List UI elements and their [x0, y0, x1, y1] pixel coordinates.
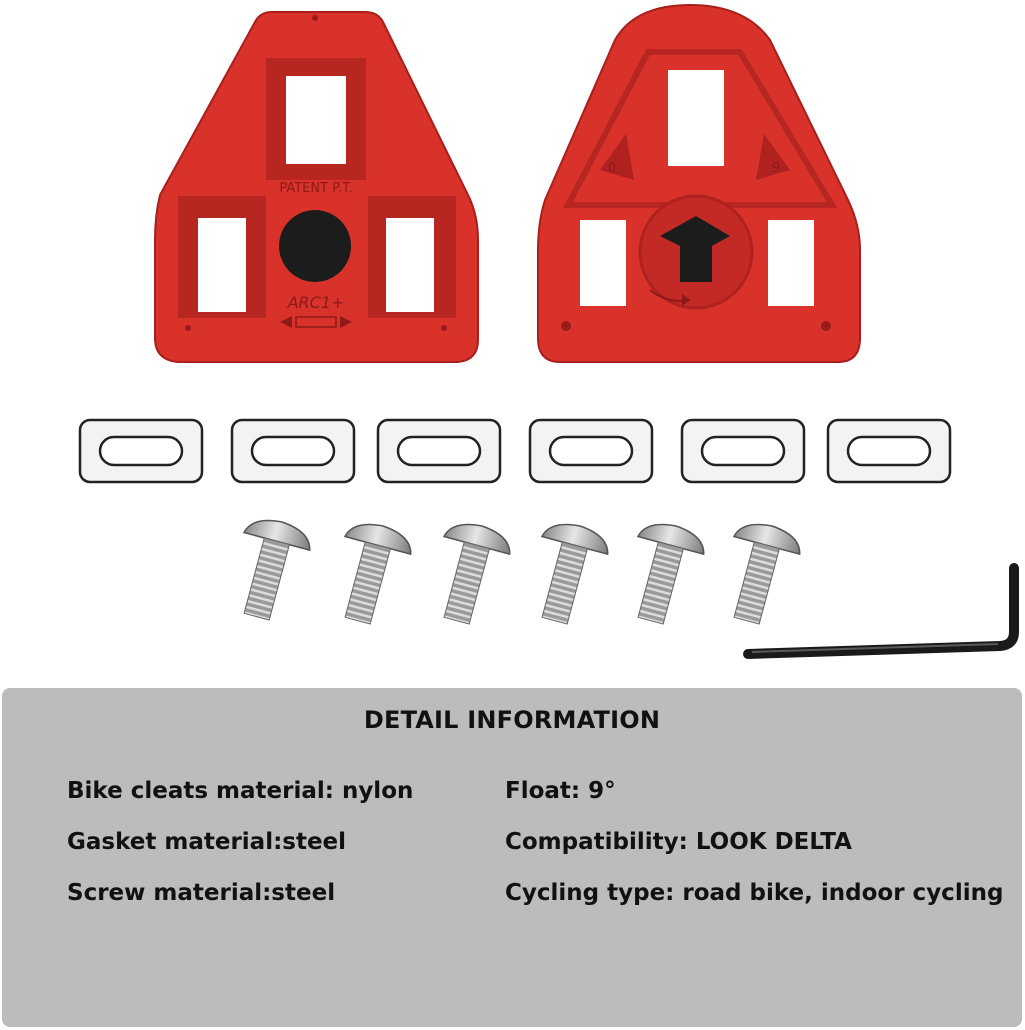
screw [343, 523, 412, 625]
cleat-right-mould-right: 9 [772, 161, 780, 176]
hex-key-tool [743, 563, 1019, 659]
screw [732, 523, 801, 625]
screw [540, 523, 609, 625]
spec-cycling-type: Cycling type: road bike, indoor cycling [505, 880, 1004, 906]
product-illustration: PATENT P.T. ARC1+ 0 9 [78, 3, 1019, 659]
screw [442, 523, 511, 625]
detail-information-panel: DETAIL INFORMATION Bike cleats material:… [2, 688, 1022, 1027]
gasket [826, 418, 952, 484]
gasket [78, 418, 204, 484]
spec-float: Float: 9° [505, 778, 616, 804]
screw-row [242, 519, 801, 625]
spec-compatibility: Compatibility: LOOK DELTA [505, 829, 852, 855]
gasket [680, 418, 806, 484]
spec-screw-material: Screw material:steel [67, 880, 336, 906]
gasket [230, 418, 356, 484]
spec-gasket-material: Gasket material:steel [67, 829, 347, 855]
cleat-left: PATENT P.T. ARC1+ [154, 11, 479, 363]
cleat-left-mould-text: PATENT P.T. [279, 181, 352, 196]
cleat-left-model-text: ARC1+ [287, 293, 345, 312]
gasket [376, 418, 502, 484]
spec-cleat-material: Bike cleats material: nylon [67, 778, 414, 804]
screw [636, 523, 705, 625]
cleat-right-mould-left: 0 [608, 161, 616, 176]
gasket [528, 418, 654, 484]
cleat-right: 0 9 [537, 3, 861, 363]
gasket-row [78, 418, 952, 484]
screw [242, 519, 311, 621]
detail-title: DETAIL INFORMATION [363, 706, 661, 734]
